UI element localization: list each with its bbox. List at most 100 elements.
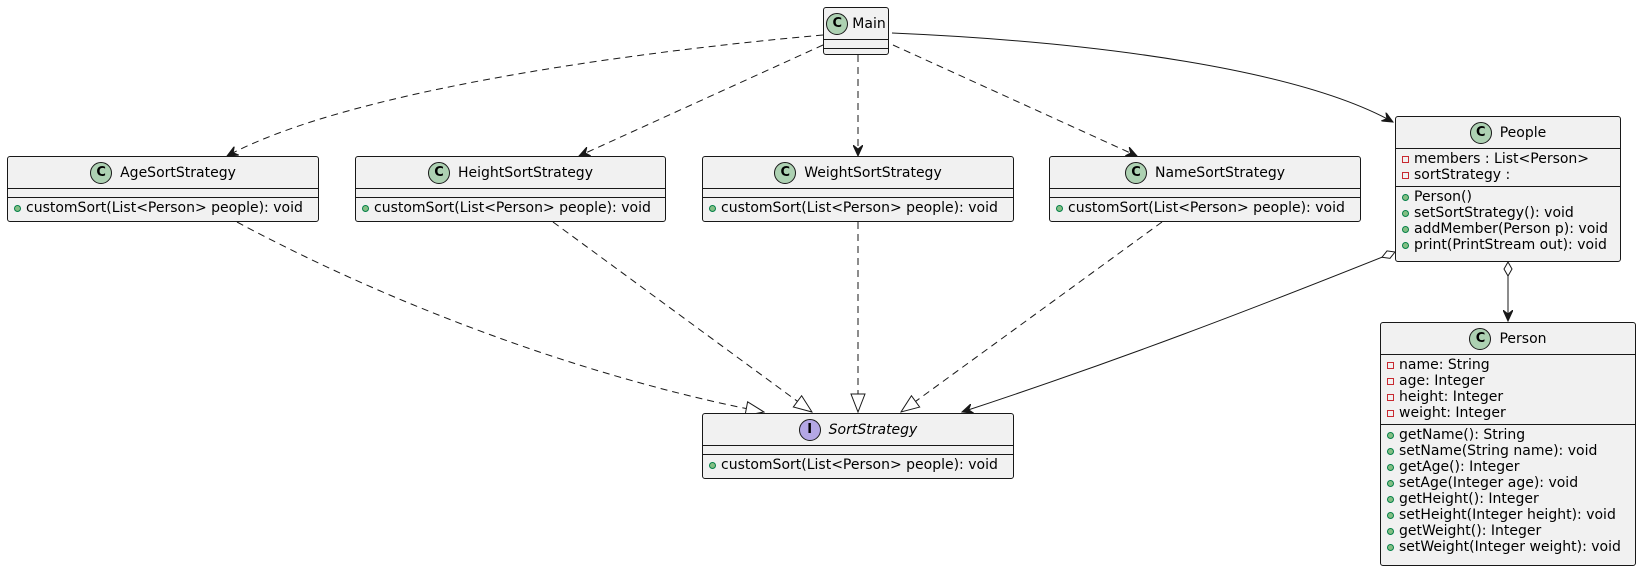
method-row: getAge(): Integer <box>1387 459 1635 475</box>
methods-section: customSort(List<Person> people): void <box>8 198 318 219</box>
class-header: C NameSortStrategy <box>1050 157 1360 189</box>
public-visibility-icon <box>1387 431 1394 439</box>
class-age-sort-strategy[interactable]: C AgeSortStrategy customSort(List<Person… <box>7 156 319 222</box>
methods-section: customSort(List<Person> people): void <box>703 198 1013 219</box>
public-visibility-icon <box>1387 543 1394 551</box>
method-text: customSort(List<Person> people): void <box>1068 200 1345 216</box>
class-badge-icon: C <box>1125 161 1147 184</box>
method-row: Person() <box>1402 189 1620 205</box>
attributes-section <box>824 40 888 49</box>
private-visibility-icon <box>1387 361 1394 369</box>
public-visibility-icon <box>1387 495 1394 503</box>
edge-people-sortstrategy <box>962 252 1395 412</box>
method-row: getWeight(): Integer <box>1387 523 1635 539</box>
private-visibility-icon <box>1402 171 1409 179</box>
public-visibility-icon <box>1402 241 1409 249</box>
interface-badge-icon: I <box>798 418 821 441</box>
class-header: C Main <box>824 8 888 40</box>
attributes-section <box>356 189 665 198</box>
class-header: C AgeSortStrategy <box>8 157 318 189</box>
method-text: customSort(List<Person> people): void <box>374 200 651 216</box>
public-visibility-icon <box>709 204 716 212</box>
method-row: customSort(List<Person> people): void <box>709 457 1013 473</box>
private-visibility-icon <box>1387 409 1394 417</box>
private-visibility-icon <box>1387 393 1394 401</box>
method-text: print(PrintStream out): void <box>1414 237 1607 253</box>
edge-age-impl <box>236 221 764 412</box>
method-row: setHeight(Integer height): void <box>1387 507 1635 523</box>
method-row: customSort(List<Person> people): void <box>1056 200 1360 216</box>
class-name: People <box>1499 124 1547 141</box>
method-row: setAge(Integer age): void <box>1387 475 1635 491</box>
public-visibility-icon <box>1402 193 1409 201</box>
method-row: customSort(List<Person> people): void <box>14 200 318 216</box>
edge-height-impl <box>552 221 812 412</box>
class-person[interactable]: C Person name: String age: Integer heigh… <box>1380 322 1636 566</box>
methods-section: Person() setSortStrategy(): void addMemb… <box>1396 187 1620 256</box>
attribute-text: age: Integer <box>1399 373 1485 389</box>
method-text: getAge(): Integer <box>1399 459 1520 475</box>
private-visibility-icon <box>1402 155 1409 163</box>
class-weight-sort-strategy[interactable]: C WeightSortStrategy customSort(List<Per… <box>702 156 1014 222</box>
methods-section: customSort(List<Person> people): void <box>356 198 665 219</box>
attributes-section <box>703 189 1013 198</box>
public-visibility-icon <box>1387 463 1394 471</box>
methods-section: getName(): String setName(String name): … <box>1381 425 1635 558</box>
class-badge-icon: C <box>826 12 849 35</box>
method-row: print(PrintStream out): void <box>1402 237 1620 253</box>
attributes-section: members : List<Person> sortStrategy : <box>1396 149 1620 187</box>
method-row: getHeight(): Integer <box>1387 491 1635 507</box>
method-text: setName(String name): void <box>1399 443 1598 459</box>
attribute-row: age: Integer <box>1387 373 1635 389</box>
method-row: addMember(Person p): void <box>1402 221 1620 237</box>
methods-section: customSort(List<Person> people): void <box>703 455 1013 476</box>
method-text: setAge(Integer age): void <box>1399 475 1579 491</box>
edge-name-impl <box>901 221 1163 412</box>
method-text: customSort(List<Person> people): void <box>721 457 998 473</box>
edge-main-name <box>892 44 1137 156</box>
class-badge-icon: C <box>1469 327 1492 350</box>
class-badge-icon: C <box>90 161 113 184</box>
method-row: customSort(List<Person> people): void <box>709 200 1013 216</box>
method-text: getWeight(): Integer <box>1399 523 1542 539</box>
attribute-text: sortStrategy : <box>1414 167 1511 183</box>
class-header: C HeightSortStrategy <box>356 157 665 189</box>
methods-section <box>824 49 888 58</box>
method-row: getName(): String <box>1387 427 1635 443</box>
public-visibility-icon <box>1402 209 1409 217</box>
class-header: C Person <box>1381 323 1635 355</box>
class-header: C WeightSortStrategy <box>703 157 1013 189</box>
attributes-section <box>1050 189 1360 198</box>
method-text: getHeight(): Integer <box>1399 491 1539 507</box>
attribute-row: height: Integer <box>1387 389 1635 405</box>
method-text: customSort(List<Person> people): void <box>721 200 998 216</box>
method-row: setWeight(Integer weight): void <box>1387 539 1635 555</box>
interface-sort-strategy[interactable]: I SortStrategy customSort(List<Person> p… <box>702 413 1014 479</box>
attributes-section <box>703 446 1013 455</box>
class-height-sort-strategy[interactable]: C HeightSortStrategy customSort(List<Per… <box>355 156 666 222</box>
class-badge-icon: C <box>428 161 451 184</box>
class-main[interactable]: C Main <box>823 7 889 55</box>
class-name: NameSortStrategy <box>1155 164 1285 181</box>
class-badge-icon: C <box>1469 121 1492 144</box>
attribute-row: weight: Integer <box>1387 405 1635 421</box>
class-badge-icon: C <box>774 161 797 184</box>
public-visibility-icon <box>709 461 716 469</box>
public-visibility-icon <box>1387 447 1394 455</box>
class-name: Main <box>852 15 886 32</box>
attribute-text: members : List<Person> <box>1414 151 1590 167</box>
class-name: WeightSortStrategy <box>804 164 942 181</box>
method-text: Person() <box>1414 189 1472 205</box>
method-text: customSort(List<Person> people): void <box>26 200 303 216</box>
class-people[interactable]: C People members : List<Person> sortStra… <box>1395 116 1621 262</box>
method-text: setHeight(Integer height): void <box>1399 507 1616 523</box>
method-row: customSort(List<Person> people): void <box>362 200 665 216</box>
class-name-sort-strategy[interactable]: C NameSortStrategy customSort(List<Perso… <box>1049 156 1361 222</box>
class-name: HeightSortStrategy <box>458 164 593 181</box>
methods-section: customSort(List<Person> people): void <box>1050 198 1360 219</box>
private-visibility-icon <box>1387 377 1394 385</box>
attribute-row: sortStrategy : <box>1402 167 1620 183</box>
method-row: setName(String name): void <box>1387 443 1635 459</box>
edge-main-people <box>891 32 1393 122</box>
